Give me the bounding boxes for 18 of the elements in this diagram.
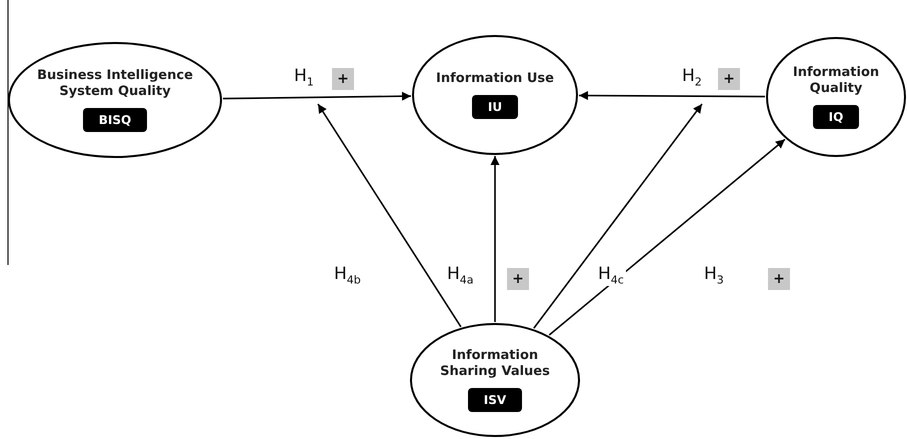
abbreviation-tag: IU [472,94,518,119]
construct-name: Information Use [435,71,555,87]
arrow [317,104,462,328]
sign-tag: + [332,68,354,90]
sign-tag: + [507,268,529,290]
arrow [548,138,786,336]
abbreviation-tag: BISQ [82,108,148,132]
arrow [533,104,703,329]
construct-name: Information Sharing Values [439,348,551,380]
construct-name: Information Quality [792,65,880,97]
arrow [490,156,500,322]
arrow [222,92,412,101]
abbreviation-tag: ISV [468,388,522,412]
sign-tag: + [718,68,740,90]
arrow [579,91,765,100]
sign-tag: + [768,268,790,290]
abbreviation-tag: IQ [812,104,860,129]
construct-name: Business Intelligence System Quality [36,68,194,100]
